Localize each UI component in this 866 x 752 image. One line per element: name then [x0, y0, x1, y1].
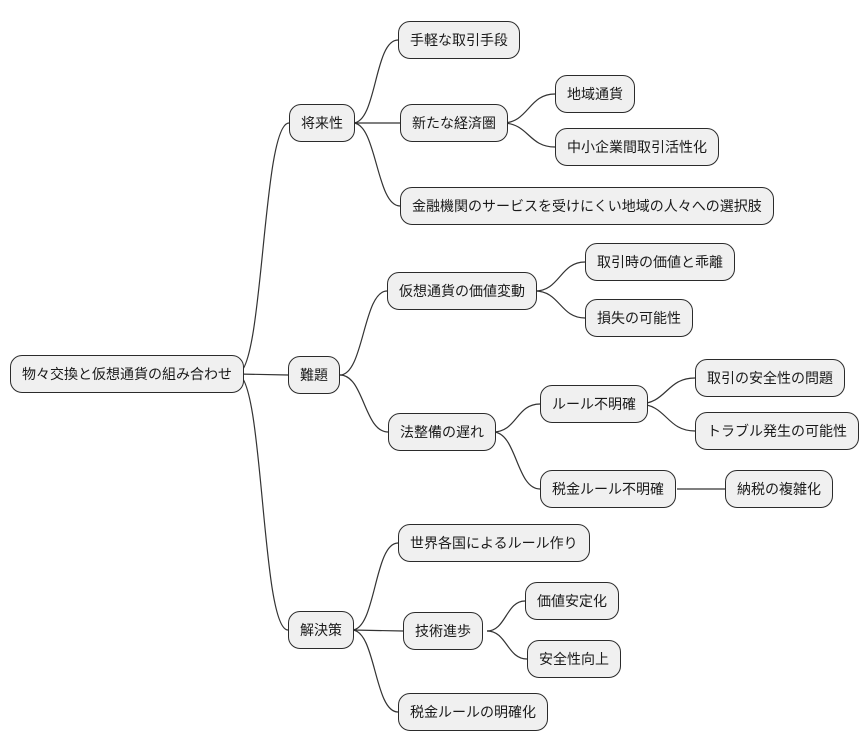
edge-value-volatility-loss-possibility — [534, 290, 586, 319]
edge-new-economy-local-currency — [501, 93, 556, 124]
edge-solutions-global-rules — [351, 542, 399, 631]
node-solutions: 解決策 — [288, 611, 354, 650]
node-security-improvement: 安全性向上 — [527, 640, 621, 679]
edge-challenges-legal-delay — [339, 374, 389, 433]
node-financial-access: 金融機関のサービスを受けにくい地域の人々への選択肢 — [400, 187, 774, 226]
node-value-volatility: 仮想通貨の価値変動 — [387, 272, 537, 311]
node-future: 将来性 — [289, 104, 355, 143]
node-value-stabilization: 価値安定化 — [525, 582, 619, 621]
node-new-economy: 新たな経済圏 — [400, 104, 508, 143]
node-sme-trading: 中小企業間取引活性化 — [555, 128, 719, 167]
node-safety-issue: 取引の安全性の問題 — [695, 359, 845, 398]
node-local-currency: 地域通貨 — [555, 75, 635, 114]
edge-challenges-value-volatility — [339, 290, 388, 376]
edge-solutions-tech-progress — [351, 629, 404, 632]
node-tax-clarification: 税金ルールの明確化 — [398, 693, 548, 732]
edge-legal-delay-unclear-tax-rules — [492, 431, 541, 490]
node-value-divergence: 取引時の価値と乖離 — [585, 243, 735, 282]
node-root: 物々交換と仮想通貨の組み合わせ — [10, 355, 244, 394]
node-global-rules: 世界各国によるルール作り — [398, 524, 590, 563]
node-trouble-possibility: トラブル発生の可能性 — [695, 412, 859, 451]
node-easy-trading: 手軽な取引手段 — [398, 21, 520, 60]
edge-legal-delay-unclear-rules — [492, 403, 541, 433]
node-unclear-rules: ルール不明確 — [540, 385, 648, 424]
node-tax-complexity: 納税の複雑化 — [725, 470, 833, 509]
node-unclear-tax-rules: 税金ルール不明確 — [540, 470, 676, 509]
edge-value-volatility-value-divergence — [534, 261, 586, 292]
edge-solutions-tax-clarification — [351, 629, 399, 713]
edge-future-easy-trading — [352, 39, 399, 124]
edge-new-economy-sme-trading — [501, 122, 556, 148]
node-legal-delay: 法整備の遅れ — [388, 413, 496, 452]
edge-tech-progress-value-stabilization — [486, 600, 526, 632]
edge-root-future — [236, 122, 290, 375]
node-challenges: 難題 — [288, 356, 340, 395]
edge-future-financial-access — [352, 122, 401, 207]
edge-tech-progress-security-improvement — [486, 630, 528, 660]
node-tech-progress: 技術進歩 — [403, 612, 483, 651]
node-loss-possibility: 損失の可能性 — [585, 299, 693, 338]
edge-root-challenges — [236, 373, 289, 376]
edge-root-solutions — [236, 373, 289, 631]
